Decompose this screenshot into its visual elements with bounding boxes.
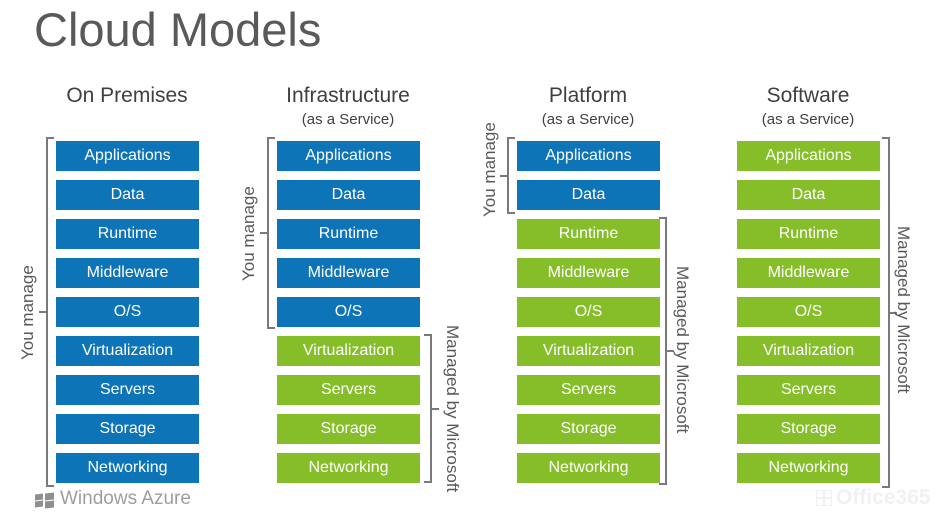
layer-box: Data <box>277 180 420 210</box>
layer-box: Runtime <box>517 219 660 249</box>
layer-box: Storage <box>737 414 880 444</box>
layer-box: O/S <box>737 297 880 327</box>
layer-box: Servers <box>56 375 199 405</box>
column-header-on-premises: On Premises <box>66 84 188 107</box>
managed-by-microsoft-bracket <box>882 137 897 488</box>
layer-box: Servers <box>517 375 660 405</box>
managed-by-microsoft-bracket <box>659 217 674 485</box>
layer-box: O/S <box>517 297 660 327</box>
layer-box: Virtualization <box>277 336 420 366</box>
layer-box: Networking <box>277 453 420 483</box>
column-infrastructure: Applications Data Runtime Middleware O/S… <box>277 141 420 492</box>
layer-box: O/S <box>56 297 199 327</box>
you-manage-bracket <box>500 137 515 214</box>
windows-azure-wordmark: Windows Azure <box>60 488 191 509</box>
layer-box: O/S <box>277 297 420 327</box>
layer-box: Runtime <box>56 219 199 249</box>
column-header-platform: Platform <box>548 84 628 107</box>
you-manage-bracket <box>260 137 275 329</box>
layer-box: Storage <box>517 414 660 444</box>
office365-watermark-text: Office365 <box>836 486 931 509</box>
you-manage-bracket <box>39 137 54 487</box>
layer-box: Runtime <box>737 219 880 249</box>
layer-box: Data <box>56 180 199 210</box>
layer-box: Networking <box>517 453 660 483</box>
layer-box: Applications <box>517 141 660 171</box>
column-platform: Applications Data Runtime Middleware O/S… <box>517 141 660 492</box>
column-header-infrastructure: Infrastructure <box>286 84 410 107</box>
column-on-premises: Applications Data Runtime Middleware O/S… <box>56 141 199 492</box>
column-software: Applications Data Runtime Middleware O/S… <box>737 141 880 492</box>
layer-box: Middleware <box>517 258 660 288</box>
you-manage-label: You manage <box>18 265 37 361</box>
layer-box: Middleware <box>56 258 199 288</box>
office365-watermark: Office365 <box>816 486 931 510</box>
layer-box: Virtualization <box>56 336 199 366</box>
layer-box: Middleware <box>277 258 420 288</box>
layer-box: Applications <box>737 141 880 171</box>
layer-box: Data <box>737 180 880 210</box>
windows-flag-icon <box>35 491 54 508</box>
managed-by-microsoft-label: Managed by Microsoft <box>894 226 913 394</box>
layer-box: Storage <box>277 414 420 444</box>
layer-box: Data <box>517 180 660 210</box>
layer-box: Applications <box>56 141 199 171</box>
layer-box: Applications <box>277 141 420 171</box>
managed-by-microsoft-bracket <box>424 334 439 483</box>
column-subheader-software: (as a Service) <box>761 111 855 128</box>
layer-box: Virtualization <box>517 336 660 366</box>
layer-box: Servers <box>737 375 880 405</box>
column-subheader-infrastructure: (as a Service) <box>301 111 395 128</box>
managed-by-microsoft-label: Managed by Microsoft <box>673 266 692 434</box>
slide-title: Cloud Models <box>34 3 322 56</box>
column-subheader-platform: (as a Service) <box>541 111 635 128</box>
layer-box: Runtime <box>277 219 420 249</box>
you-manage-label: You manage <box>480 122 499 218</box>
layer-box: Networking <box>56 453 199 483</box>
column-header-software: Software <box>766 84 850 107</box>
you-manage-label: You manage <box>239 186 258 282</box>
layer-box: Middleware <box>737 258 880 288</box>
managed-by-microsoft-label: Managed by Microsoft <box>443 325 462 493</box>
layer-box: Networking <box>737 453 880 483</box>
windows-azure-logo: Windows Azure <box>35 488 191 510</box>
layer-box: Servers <box>277 375 420 405</box>
layer-box: Storage <box>56 414 199 444</box>
layer-box: Virtualization <box>737 336 880 366</box>
office-grid-icon <box>816 490 832 506</box>
